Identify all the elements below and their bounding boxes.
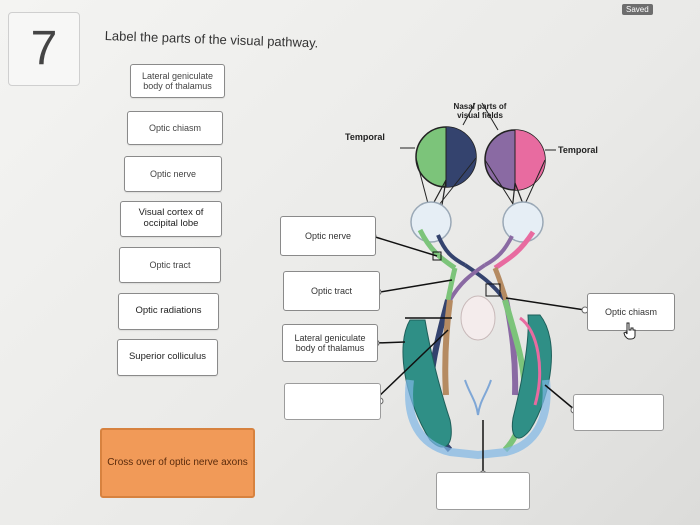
- temporal-left-label: Temporal: [345, 132, 385, 142]
- drop-zone-optic-tract[interactable]: Optic tract: [283, 271, 380, 311]
- cross-over-optic-nerve-axons-box[interactable]: Cross over of optic nerve axons: [100, 428, 255, 498]
- word-bank-optic-radiations[interactable]: Optic radiations: [118, 293, 219, 330]
- word-bank-superior-colliculus[interactable]: Superior colliculus: [117, 339, 218, 376]
- hand-cursor-icon: [623, 322, 636, 340]
- word-bank-optic-nerve[interactable]: Optic nerve: [124, 156, 222, 192]
- word-bank-optic-tract[interactable]: Optic tract: [119, 247, 221, 283]
- right-visual-field: [484, 129, 546, 191]
- nasal-field-label: Nasal parts of visual fields: [453, 102, 507, 120]
- saved-status-badge: Saved: [622, 4, 653, 15]
- word-bank-lgn[interactable]: Lateral geniculate body of thalamus: [130, 64, 225, 98]
- question-number: 7: [8, 12, 80, 86]
- left-visual-field: [415, 126, 477, 188]
- drop-zone-empty-left[interactable]: [284, 383, 381, 420]
- temporal-right-label: Temporal: [558, 145, 598, 155]
- drop-zone-lgn[interactable]: Lateral geniculate body of thalamus: [282, 324, 378, 362]
- word-bank-visual-cortex[interactable]: Visual cortex of occipital lobe: [120, 201, 222, 237]
- drop-zone-empty-right[interactable]: [573, 394, 664, 431]
- word-bank-optic-chiasm[interactable]: Optic chiasm: [127, 111, 223, 145]
- drop-zone-empty-bottom[interactable]: [436, 472, 530, 510]
- drop-zone-optic-chiasm[interactable]: Optic chiasm: [587, 293, 675, 331]
- drop-zone-optic-nerve[interactable]: Optic nerve: [280, 216, 376, 256]
